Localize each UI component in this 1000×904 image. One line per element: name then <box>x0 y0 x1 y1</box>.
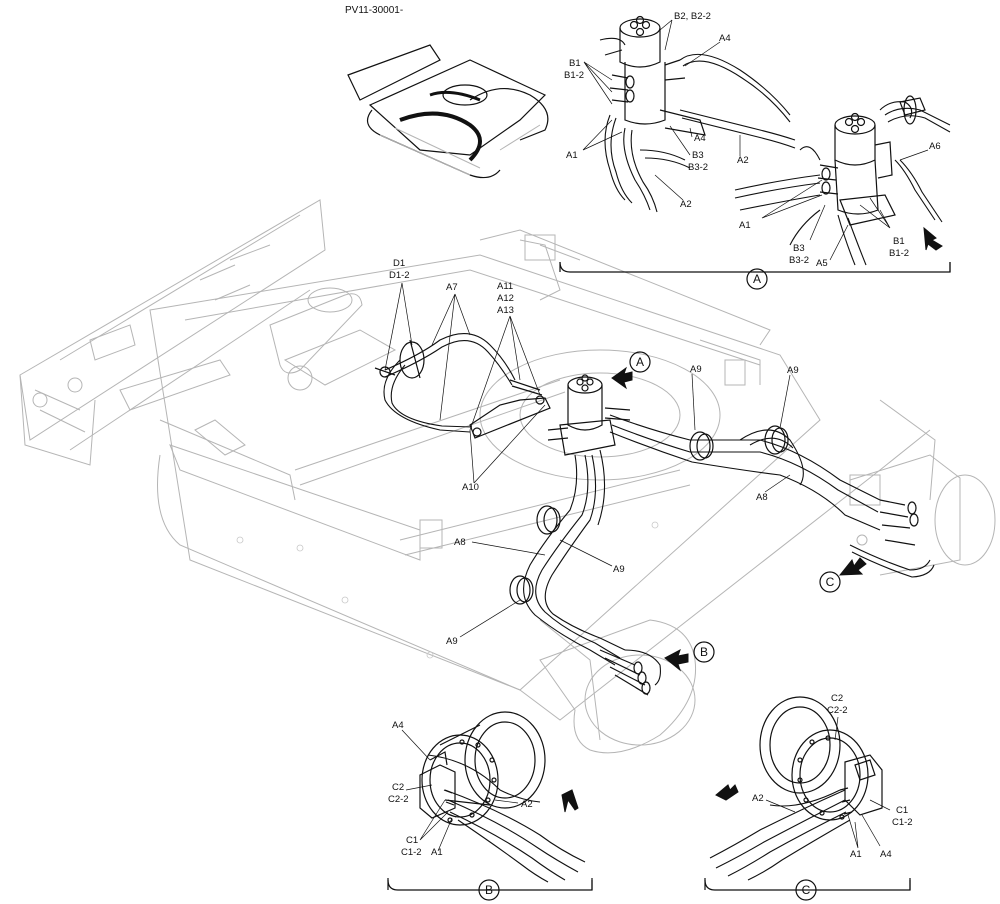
detail-a-b3-right: B3 <box>793 243 805 254</box>
label-a10: A10 <box>462 482 479 493</box>
detail-b-a2: A2 <box>521 799 533 810</box>
overview-thumbnail <box>347 44 549 179</box>
detail-c-a2: A2 <box>752 793 764 804</box>
detail-a-a4-top: A4 <box>719 33 731 44</box>
label-d1: D1 <box>393 258 405 269</box>
detail-a-a1: A1 <box>566 150 578 161</box>
callout-a: A <box>611 351 651 390</box>
detail-b-c1: C1 <box>406 835 418 846</box>
detail-b: B A4 C2 C2-2 A2 C1 C1-2 A1 <box>387 711 593 901</box>
detail-b-c2-2: C2-2 <box>388 794 409 805</box>
detail-b-c2: C2 <box>392 782 404 793</box>
detail-a-b1-2-right: B1-2 <box>889 248 909 259</box>
label-a9-right: A9 <box>787 365 799 376</box>
label-a8-right: A8 <box>756 492 768 503</box>
detail-a-a5: A5 <box>816 258 828 269</box>
chassis-frame <box>19 199 996 754</box>
callout-b: B <box>664 641 715 672</box>
label-a8-mid: A8 <box>454 537 466 548</box>
detail-c-caption: C <box>802 883 811 897</box>
detail-b-caption: B <box>485 883 493 897</box>
detail-a-b1-2: B1-2 <box>564 70 584 81</box>
callout-c: C <box>819 557 867 593</box>
detail-a-b2: B2, B2-2 <box>674 11 711 22</box>
detail-a-a2-mid: A2 <box>737 155 749 166</box>
label-a9-low: A9 <box>446 636 458 647</box>
detail-a: A B2, B2-2 A4 B1 B1-2 A4 A1 B3 B3-2 A2 A… <box>559 11 951 290</box>
detail-a-b3-2: B3-2 <box>688 162 708 173</box>
detail-a-a1-right: A1 <box>739 220 751 231</box>
swivel-joint <box>547 374 631 456</box>
detail-c-c1: C1 <box>896 805 908 816</box>
drawing-code: PV11-30001- <box>345 5 403 16</box>
label-a13: A13 <box>497 305 514 316</box>
detail-c-c2-2: C2-2 <box>827 705 848 716</box>
detail-c: C C2 C2-2 A2 C1 C1-2 A1 A4 <box>704 693 913 901</box>
svg-text:C: C <box>826 575 835 589</box>
detail-a-b1: B1 <box>569 58 581 69</box>
label-a7: A7 <box>446 282 458 293</box>
detail-a-a6: A6 <box>929 141 941 152</box>
detail-b-c1-2: C1-2 <box>401 847 422 858</box>
detail-c-a1: A1 <box>850 849 862 860</box>
main-leaders <box>384 282 791 638</box>
detail-a-b3-2-right: B3-2 <box>789 255 809 266</box>
detail-a-b3: B3 <box>692 150 704 161</box>
label-a9-mid: A9 <box>613 564 625 575</box>
detail-c-c2: C2 <box>831 693 843 704</box>
detail-b-a1: A1 <box>431 847 443 858</box>
detail-a-caption: A <box>753 272 761 286</box>
detail-c-c1-2: C1-2 <box>892 817 913 828</box>
detail-a-b1-right: B1 <box>893 236 905 247</box>
detail-a-a4-mid: A4 <box>694 133 706 144</box>
label-a11: A11 <box>497 281 513 292</box>
label-a12: A12 <box>497 293 514 304</box>
svg-text:A: A <box>636 355 644 369</box>
detail-a-a2-low: A2 <box>680 199 692 210</box>
label-d1-2: D1-2 <box>389 270 410 281</box>
main-hoses <box>374 333 935 696</box>
detail-b-a4: A4 <box>392 720 404 731</box>
detail-c-a4: A4 <box>880 849 892 860</box>
label-a9-top: A9 <box>690 364 702 375</box>
svg-text:B: B <box>700 645 708 659</box>
